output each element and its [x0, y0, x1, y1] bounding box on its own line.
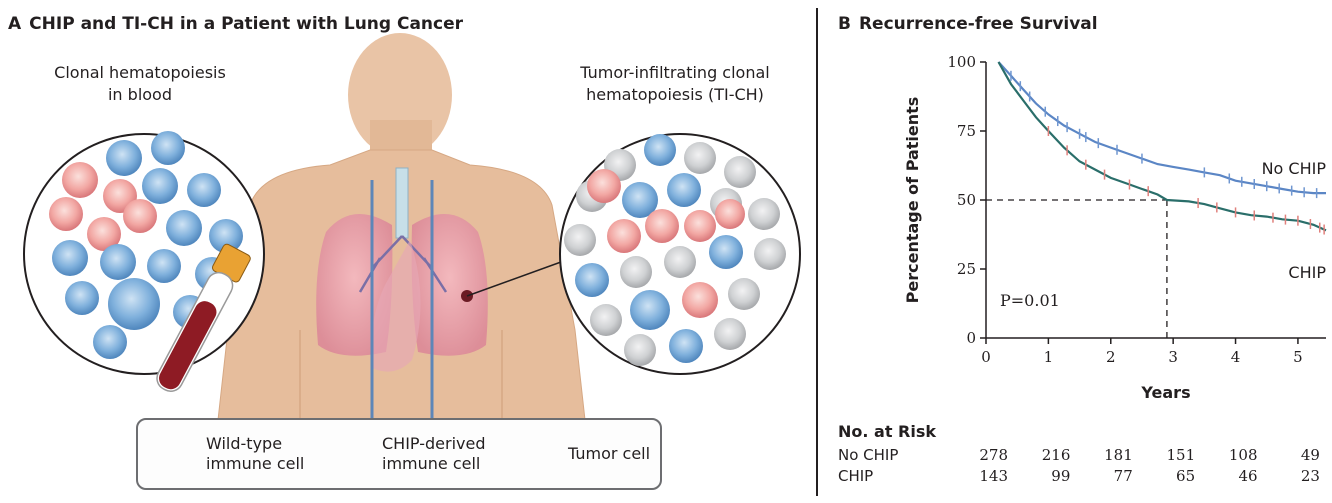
risk-cell: 216 [1041, 446, 1071, 464]
risk-cell: 181 [1104, 446, 1133, 464]
x-tick-label: 3 [1168, 348, 1178, 366]
cell-legend [136, 418, 662, 490]
chip-survival-line [997, 61, 1327, 232]
risk-cell: 108 [1228, 446, 1258, 464]
y-tick-label: 50 [957, 191, 976, 209]
risk-cell: 23 [1300, 467, 1320, 485]
y-tick-label: 0 [966, 329, 976, 347]
risk-cell: 99 [1051, 467, 1071, 485]
tich-caption-line-2: hematopoiesis (TI-CH) [586, 85, 764, 104]
y-tick-label: 100 [947, 53, 976, 71]
risk-cell: 278 [979, 446, 1008, 464]
legend-wildtype-line-2: immune cell [206, 454, 305, 473]
risk-cell: 143 [979, 467, 1008, 485]
x-tick-label: 2 [1106, 348, 1116, 366]
legend-chip-line-2: immune cell [382, 454, 481, 473]
panel-a-title: A CHIP and TI-CH in a Patient with Lung C… [8, 14, 463, 34]
legend-tumor-label: Tumor cell [568, 444, 651, 463]
panel-b-title: B Recurrence-free Survival [838, 14, 1098, 34]
y-tick-label: 75 [957, 122, 976, 140]
panel-b-title-text: Recurrence-free Survival [858, 14, 1098, 34]
panel-b-letter: B [838, 14, 851, 34]
risk-row-label: No CHIP [838, 446, 899, 464]
x-tick-label: 0 [981, 348, 991, 366]
x-tick-label: 5 [1293, 348, 1303, 366]
risk-cell: 151 [1166, 446, 1196, 464]
reference-lines [986, 199, 1168, 338]
blood-caption-line-2: in blood [107, 85, 172, 104]
risk-cell: 46 [1238, 467, 1258, 485]
x-tick-label: 1 [1044, 348, 1054, 366]
legend-wildtype-label: Wild-type immune cell [206, 434, 304, 474]
series-layer [997, 61, 1327, 235]
tumor-circle [559, 133, 801, 375]
tumor-pointer [461, 257, 573, 302]
panel-a-letter: A [8, 14, 22, 34]
panel-a-title-text: CHIP and TI-CH in a Patient with Lung Ca… [29, 14, 464, 34]
y-tick-label: 25 [957, 260, 976, 278]
legend-chip-label: CHIP-derived immune cell [382, 434, 485, 474]
x-axis-label: Years [1140, 383, 1190, 402]
risk-cell: 49 [1300, 446, 1320, 464]
risk-row-label: CHIP [838, 467, 874, 485]
series-label-chip: CHIP [1288, 263, 1326, 282]
risk-cell: 65 [1176, 467, 1196, 485]
no-chip-survival-line [997, 61, 1326, 195]
legend-chip-line-1: CHIP-derived [382, 434, 486, 453]
tich-caption: Tumor-infiltrating clonal hematopoiesis … [540, 62, 810, 106]
p-value-annotation: P=0.01 [1000, 291, 1060, 310]
chart-axes: 0 25 50 75 100 0 1 2 3 4 5 [947, 53, 1326, 366]
blood-tube [156, 243, 251, 392]
blood-caption: Clonal hematopoiesis in blood [30, 62, 250, 106]
panel-divider [816, 8, 818, 496]
lungs [316, 167, 488, 420]
y-axis-label: Percentage of Patients [903, 97, 922, 304]
tich-caption-line-1: Tumor-infiltrating clonal [580, 63, 770, 82]
risk-table-title: No. at Risk [838, 422, 937, 441]
x-tick-label: 4 [1231, 348, 1241, 366]
legend-wildtype-line-1: Wild-type [206, 434, 283, 453]
risk-cell: 77 [1113, 467, 1133, 485]
series-label-no-chip: No CHIP [1262, 159, 1327, 178]
blood-caption-line-1: Clonal hematopoiesis [54, 63, 226, 82]
